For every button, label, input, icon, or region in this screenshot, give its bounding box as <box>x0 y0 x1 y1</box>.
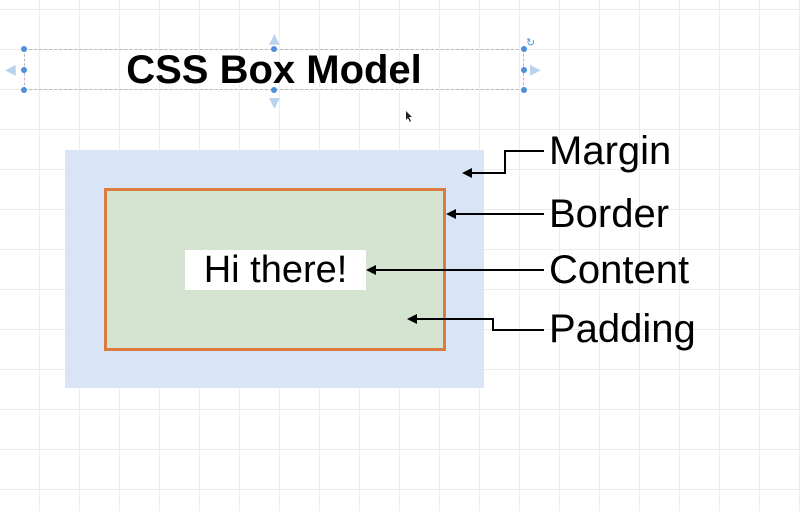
content-box[interactable]: Hi there! <box>185 250 366 290</box>
rotate-icon[interactable]: ↻ <box>526 36 536 49</box>
resize-handle-icon[interactable] <box>521 67 527 73</box>
content-label[interactable]: Content <box>549 248 690 292</box>
margin-connector[interactable] <box>462 150 544 178</box>
padding-label[interactable]: Padding <box>549 307 696 351</box>
arrow-down-icon[interactable]: ▼ <box>269 95 280 111</box>
resize-handle-icon[interactable] <box>21 87 27 93</box>
resize-handle-icon[interactable] <box>521 46 527 52</box>
mouse-pointer-icon <box>406 111 412 122</box>
arrow-up-icon[interactable]: ▲ <box>269 31 280 47</box>
resize-handle-icon[interactable] <box>521 87 527 93</box>
arrow-right-icon[interactable]: ▶ <box>530 62 541 78</box>
resize-handle-icon[interactable] <box>21 46 27 52</box>
diagram-title[interactable]: CSS Box Model <box>126 48 422 92</box>
resize-handle-icon[interactable] <box>21 67 27 73</box>
arrow-left-icon[interactable]: ◀ <box>5 62 16 78</box>
margin-label[interactable]: Margin <box>549 129 672 173</box>
padding-connector[interactable] <box>407 314 544 331</box>
border-label[interactable]: Border <box>549 192 670 236</box>
resize-handle-icon[interactable] <box>271 87 277 93</box>
resize-handle-icon[interactable] <box>271 46 277 52</box>
